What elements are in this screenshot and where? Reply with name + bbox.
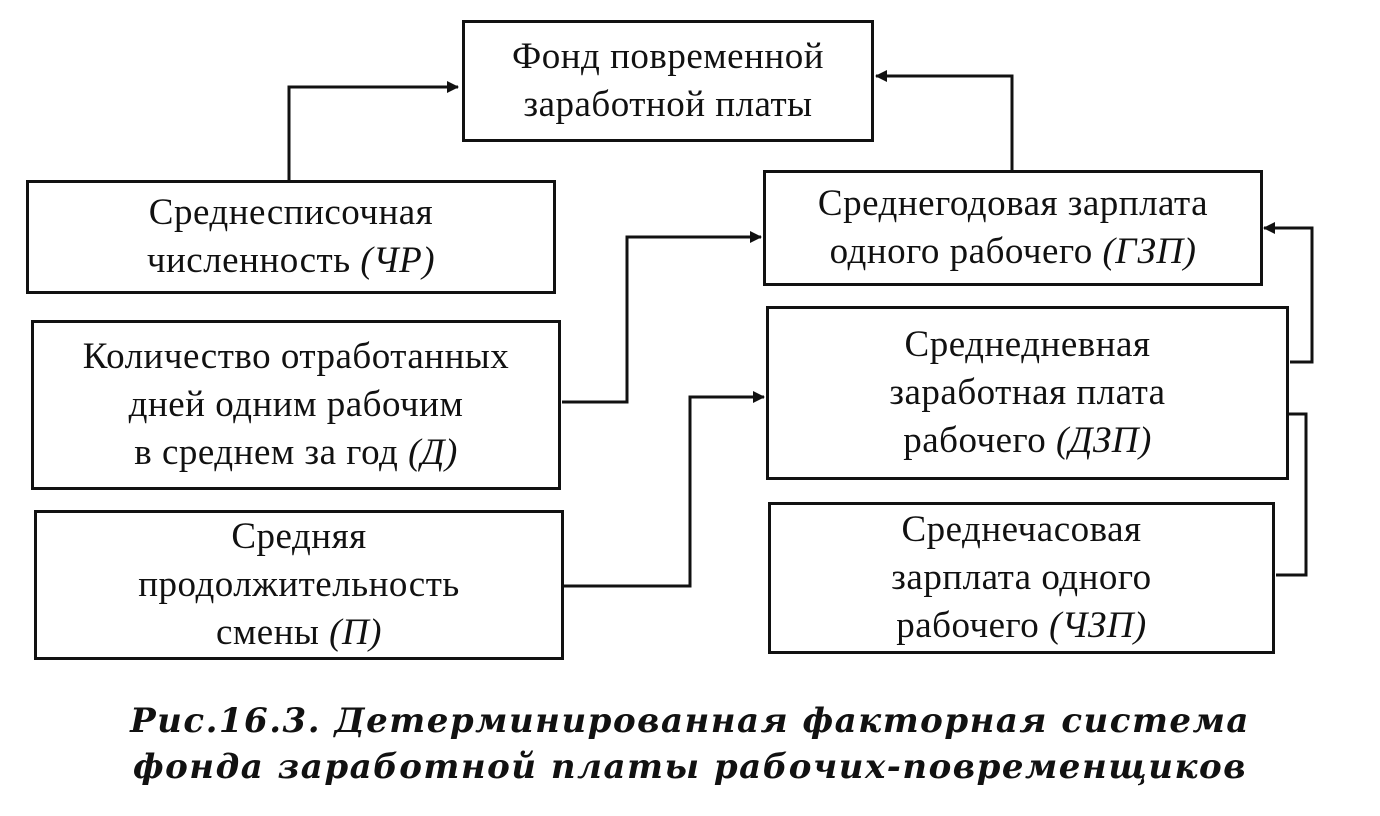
box-hourly-wage-line-3: рабочего (ЧЗП) <box>896 602 1147 650</box>
box-hourly-wage-line-1: Среднечасовая <box>901 509 1142 550</box>
arrow-daily-wage-to-annual-wage <box>1263 222 1314 364</box>
box-shift-length-line-1: Средняя <box>231 516 367 557</box>
box-days-worked: Количество отработанных дней одним рабоч… <box>31 320 561 490</box>
box-annual-wage: Среднегодовая зарплата одного рабочего (… <box>763 170 1263 286</box>
box-wage-fund-line-2: заработной платы <box>523 84 813 125</box>
days-abbreviation: (Д) <box>408 432 458 473</box>
box-daily-wage-line-2: заработная плата <box>889 372 1166 413</box>
headcount-abbreviation: (ЧР) <box>360 240 436 281</box>
box-shift-length: Средняя продолжительность смены (П) <box>34 510 564 660</box>
arrow-shift-to-daily-wage <box>564 391 765 588</box>
box-headcount: Среднесписочная численность (ЧР) <box>26 180 556 294</box>
box-hourly-wage: Среднечасовая зарплата одного рабочего (… <box>768 502 1275 654</box>
hourly-wage-abbreviation: (ЧЗП) <box>1049 605 1147 646</box>
arrow-headcount-to-fund <box>287 81 459 180</box>
box-days-worked-line-2: дней одним рабочим <box>128 384 464 425</box>
box-daily-wage-line-3: рабочего (ДЗП) <box>903 417 1152 465</box>
box-daily-wage-line-1: Среднедневная <box>904 324 1151 365</box>
arrow-days-to-annual-wage <box>562 231 762 404</box>
box-annual-wage-line-1: Среднегодовая зарплата <box>817 183 1209 224</box>
box-shift-length-line-2: продолжительность <box>138 564 460 605</box>
box-hourly-wage-line-2: зарплата одного <box>891 557 1152 598</box>
arrow-annual-wage-to-fund <box>875 70 1014 170</box>
box-hourly-wage-last-line: рабочего <box>896 605 1040 646</box>
box-shift-length-last-line: смены <box>215 612 320 653</box>
box-days-worked-last-line: в среднем за год <box>134 432 399 473</box>
shift-abbreviation: (П) <box>329 612 383 653</box>
box-days-worked-line-1: Количество отработанных <box>82 336 510 377</box>
box-wage-fund-line-1: Фонд повременной <box>511 36 825 77</box>
box-wage-fund: Фонд повременной заработной платы <box>462 20 874 142</box>
box-headcount-line-1: Среднесписочная <box>148 192 434 233</box>
annual-wage-abbreviation: (ГЗП) <box>1102 231 1197 272</box>
box-days-worked-line-3: в среднем за год (Д) <box>134 429 458 477</box>
box-daily-wage-last-line: рабочего <box>903 420 1047 461</box>
box-shift-length-line-3: смены (П) <box>216 609 382 657</box>
figure-caption-line-2: фонда заработной платы рабочих-повременщ… <box>132 747 1248 787</box>
box-headcount-line-2: численность (ЧР) <box>147 237 435 285</box>
daily-wage-abbreviation: (ДЗП) <box>1056 420 1152 461</box>
box-annual-wage-line-2: одного рабочего (ГЗП) <box>830 228 1197 276</box>
box-headcount-last-line: численность <box>146 240 351 281</box>
box-daily-wage: Среднедневная заработная плата рабочего … <box>766 306 1289 480</box>
box-annual-wage-last-line: одного рабочего <box>829 231 1093 272</box>
figure-caption-line-1: Рис.16.3. Детерминированная факторная си… <box>130 701 1250 741</box>
